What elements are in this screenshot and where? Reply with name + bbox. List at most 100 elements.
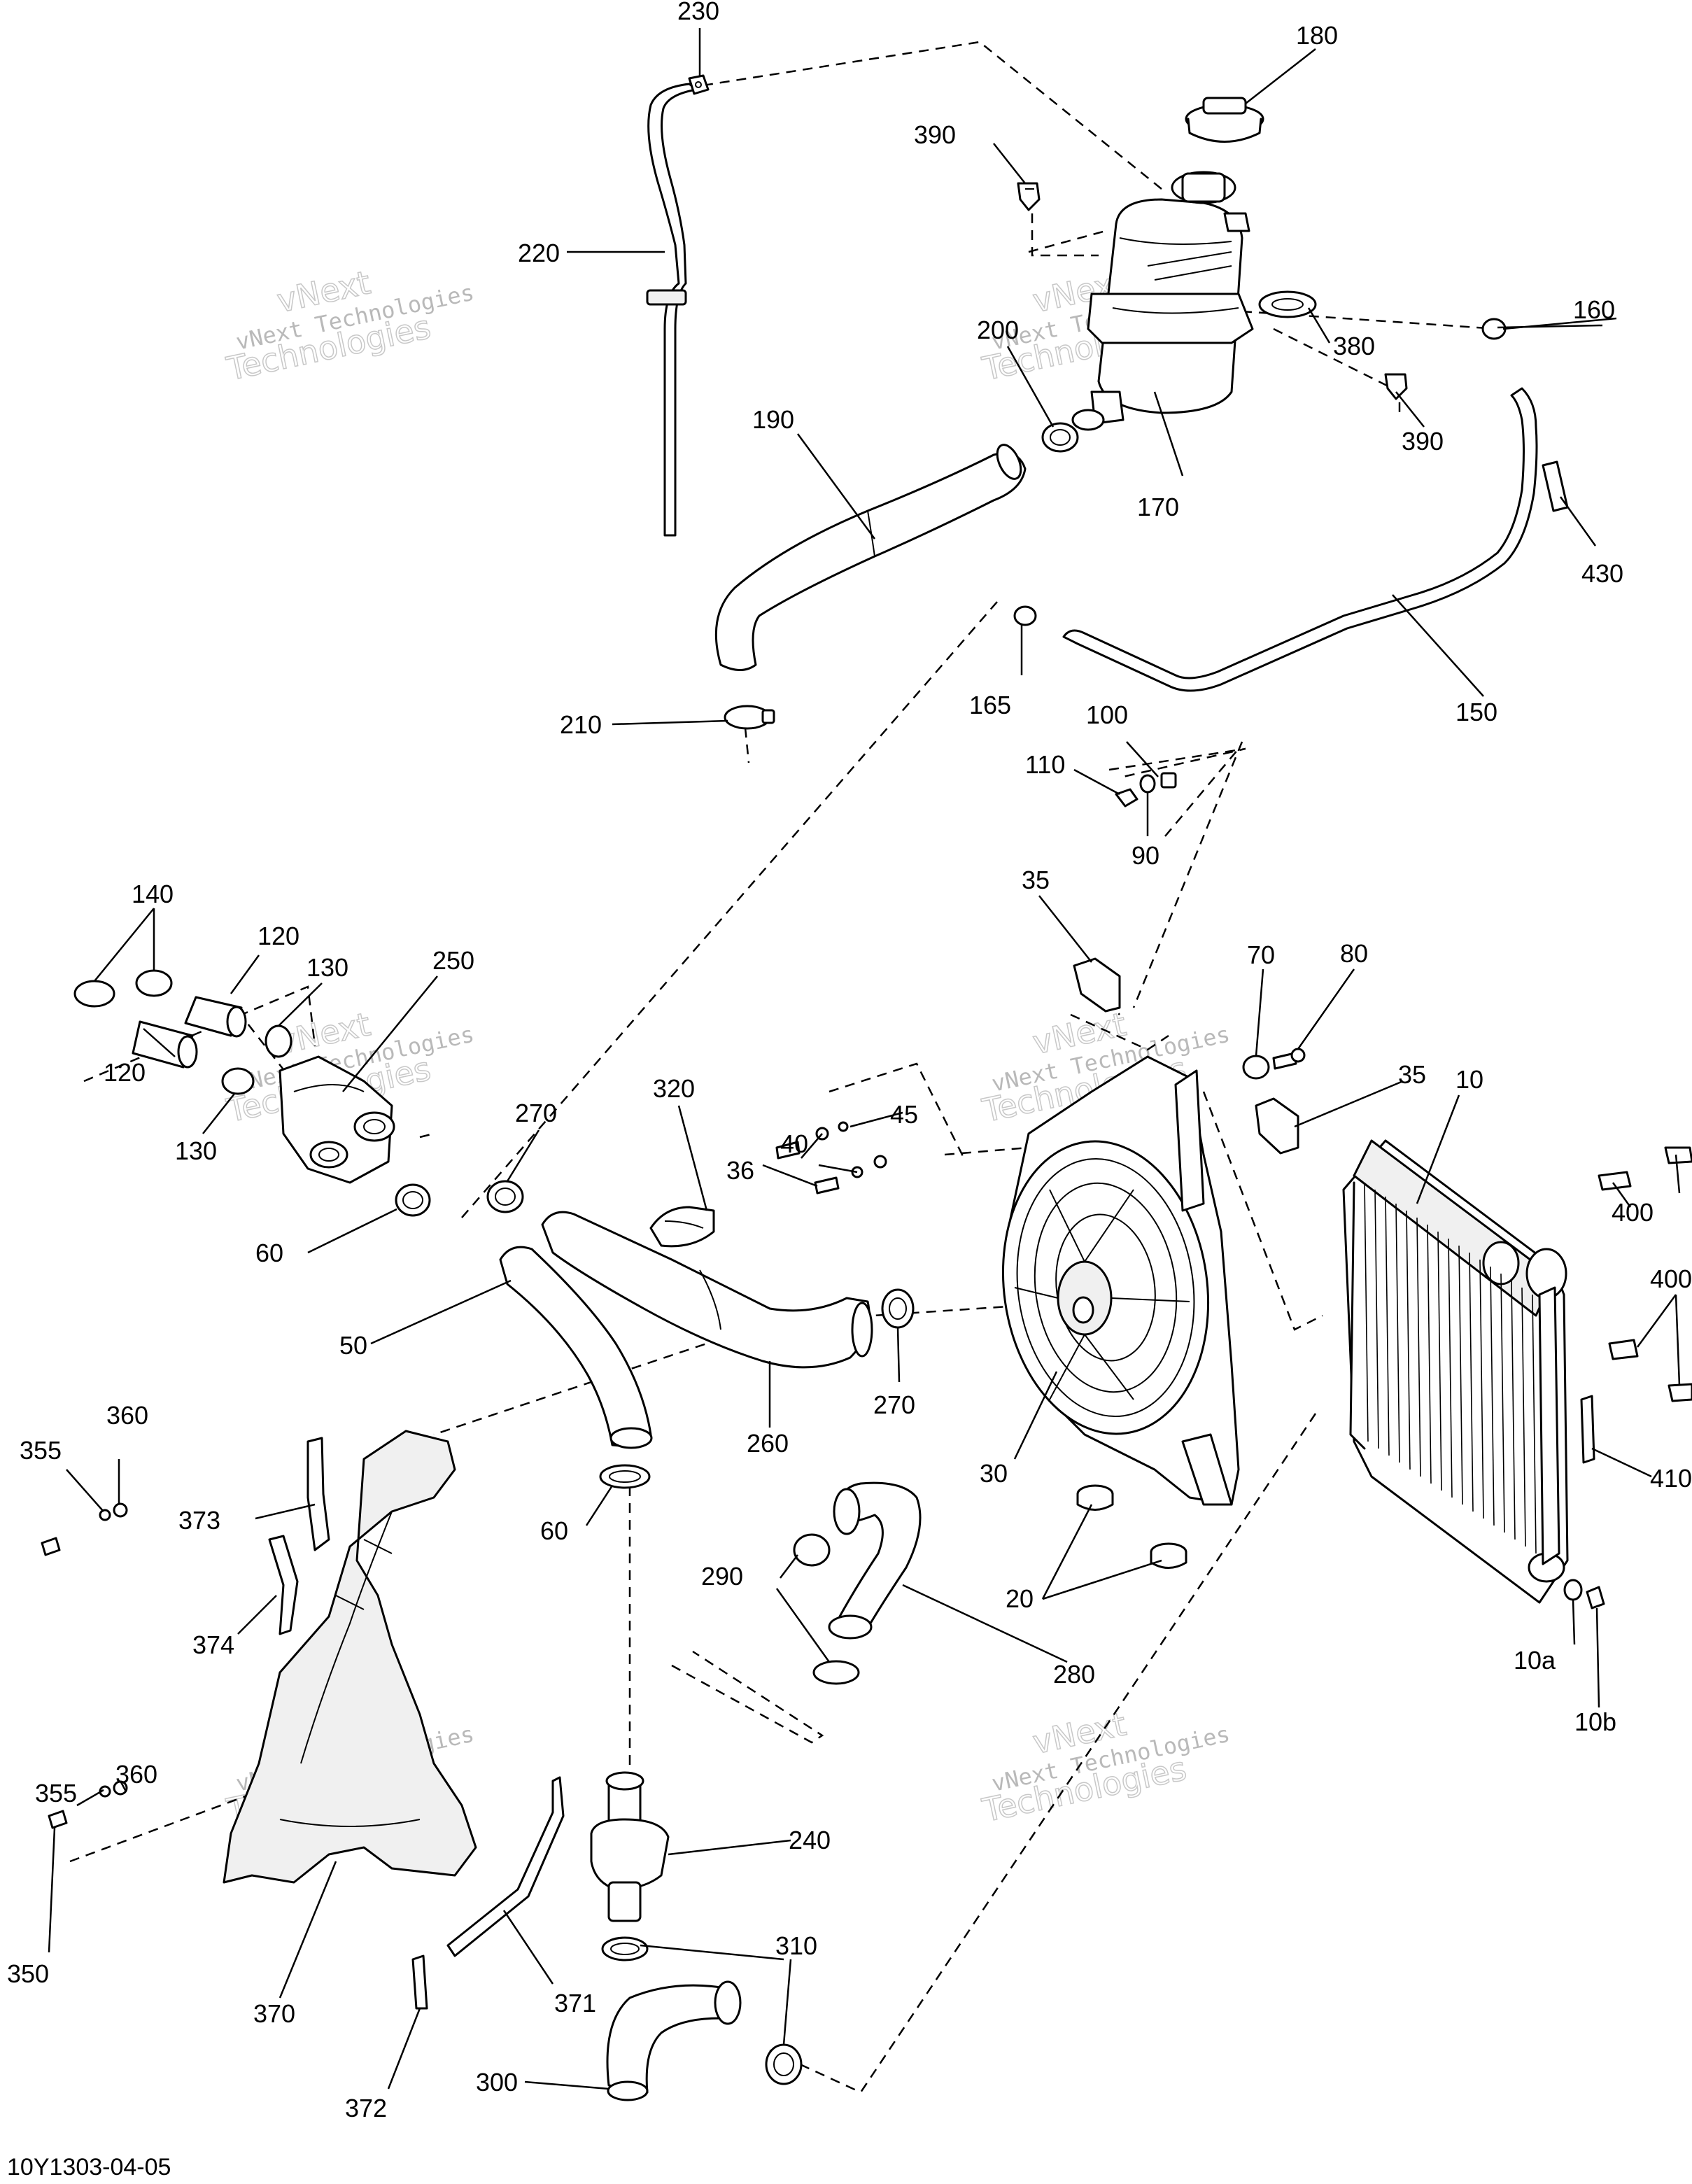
foam-strip-410 — [1580, 1395, 1595, 1464]
clip-165 — [1013, 605, 1037, 626]
callout-label: 10 — [1455, 1065, 1483, 1094]
clamp-230 — [688, 74, 710, 95]
callout-label: 190 — [752, 405, 794, 434]
callout-label: 360 — [106, 1401, 148, 1430]
clamp-290-lower — [812, 1660, 860, 1685]
thermostat-housing-250 — [279, 1055, 395, 1184]
clamp-200 — [1041, 422, 1079, 453]
callout-label: 90 — [1131, 841, 1159, 870]
plug-10b — [1586, 1586, 1605, 1609]
callout-label: 380 — [1333, 332, 1375, 360]
callout-label: 140 — [132, 880, 174, 908]
callout-label: 240 — [789, 1826, 831, 1854]
clamp-60-upper — [395, 1183, 431, 1217]
callout-label: 230 — [677, 0, 719, 25]
callout-label: 100 — [1086, 700, 1128, 729]
callout-label: 260 — [747, 1429, 789, 1458]
callout-label: 270 — [515, 1099, 557, 1127]
callout-label: 350 — [7, 1959, 49, 1988]
bleed-hose-150 — [1062, 387, 1538, 692]
callout-label: 220 — [518, 239, 560, 267]
gasket-380 — [1258, 290, 1317, 318]
hose-stub-120-upper — [184, 996, 247, 1038]
coolant-reservoir-170 — [1071, 171, 1254, 431]
clamp-290-upper — [793, 1533, 831, 1567]
clamps-140 — [73, 969, 173, 1008]
strip-372 — [411, 1954, 428, 2010]
callout-label: 270 — [873, 1390, 915, 1419]
callout-label: 410 — [1650, 1464, 1692, 1493]
pressure-cap-180 — [1185, 97, 1264, 143]
strip-374 — [268, 1535, 299, 1635]
hose-50 — [499, 1246, 653, 1449]
callout-label: 320 — [653, 1074, 695, 1103]
clamp-130-lower — [221, 1067, 255, 1095]
grommet-70 — [1242, 1055, 1270, 1080]
strip-373 — [306, 1437, 330, 1551]
callout-label: 80 — [1340, 939, 1368, 968]
elbow-hose-300 — [606, 1980, 742, 2101]
callout-label: 290 — [701, 1562, 743, 1591]
callout-label: 430 — [1581, 559, 1623, 588]
leader-lines — [48, 28, 1681, 2090]
callout-label: 400 — [1612, 1198, 1654, 1227]
clamp-270-lower — [881, 1288, 915, 1329]
callout-label: 70 — [1247, 940, 1275, 969]
callout-label: 280 — [1053, 1660, 1095, 1689]
callout-label: 360 — [115, 1760, 157, 1789]
callout-label: 35 — [1022, 866, 1050, 894]
callout-label: 36 — [726, 1156, 754, 1185]
hose-280 — [828, 1481, 922, 1640]
clamp-130-upper — [265, 1024, 292, 1058]
thermostat-housing-240 — [590, 1771, 670, 1922]
air-shroud-370 — [223, 1430, 477, 1884]
clamp-270-upper — [486, 1180, 524, 1213]
callout-labels: 230 180 390 220 200 380 160 190 390 170 … — [7, 0, 1692, 2122]
fan-assembly-30 — [1001, 1055, 1240, 1506]
callout-label: 355 — [20, 1436, 62, 1465]
callout-label: 371 — [554, 1989, 596, 2017]
callout-label: 30 — [980, 1459, 1008, 1488]
radiator-core — [1364, 1182, 1537, 1554]
fasteners-36-40-45 — [775, 1121, 887, 1195]
callout-label: 373 — [178, 1506, 220, 1535]
callout-label: 300 — [476, 2068, 518, 2097]
callout-label: 50 — [339, 1331, 367, 1360]
callout-label: 10b — [1574, 1707, 1616, 1736]
callout-label: 370 — [253, 1999, 295, 2028]
callout-label: 45 — [890, 1100, 918, 1129]
bracket-35-right — [1255, 1097, 1299, 1155]
radiator-10 — [1342, 1139, 1569, 1604]
sleeve-430 — [1542, 460, 1569, 512]
callout-label: 165 — [969, 691, 1011, 719]
callout-label: 40 — [780, 1129, 808, 1158]
callout-label: 374 — [192, 1630, 234, 1659]
clamp-210 — [724, 705, 775, 730]
bracket-320 — [649, 1206, 715, 1248]
clip-390-right — [1384, 373, 1408, 400]
callout-label: 20 — [1006, 1584, 1034, 1613]
callout-label: 130 — [306, 953, 348, 982]
bolt-80 — [1272, 1048, 1306, 1070]
callout-label: 400 — [1650, 1264, 1692, 1293]
clamp-160 — [1481, 318, 1507, 340]
overflow-hose-220 — [646, 83, 698, 537]
callout-label: 130 — [175, 1136, 217, 1165]
callout-label: 180 — [1296, 21, 1338, 50]
screw-350-bottom — [48, 1780, 128, 1829]
bracket-35-top — [1073, 957, 1121, 1013]
callout-label: 10a — [1514, 1646, 1556, 1675]
clamp-310-upper — [601, 1936, 649, 1961]
clip-390-top — [1017, 182, 1041, 211]
callout-label: 200 — [977, 316, 1019, 344]
callout-label: 390 — [1402, 427, 1444, 456]
callout-label: 150 — [1455, 698, 1497, 726]
clamp-60-lower — [599, 1464, 651, 1489]
callout-label: 310 — [775, 1931, 817, 1960]
screw-355-top — [41, 1502, 128, 1556]
callout-label: 160 — [1573, 295, 1615, 324]
damper-20-right — [1150, 1542, 1187, 1569]
fastener-group-90-100-110 — [1115, 772, 1177, 808]
damper-20-left — [1076, 1484, 1114, 1511]
